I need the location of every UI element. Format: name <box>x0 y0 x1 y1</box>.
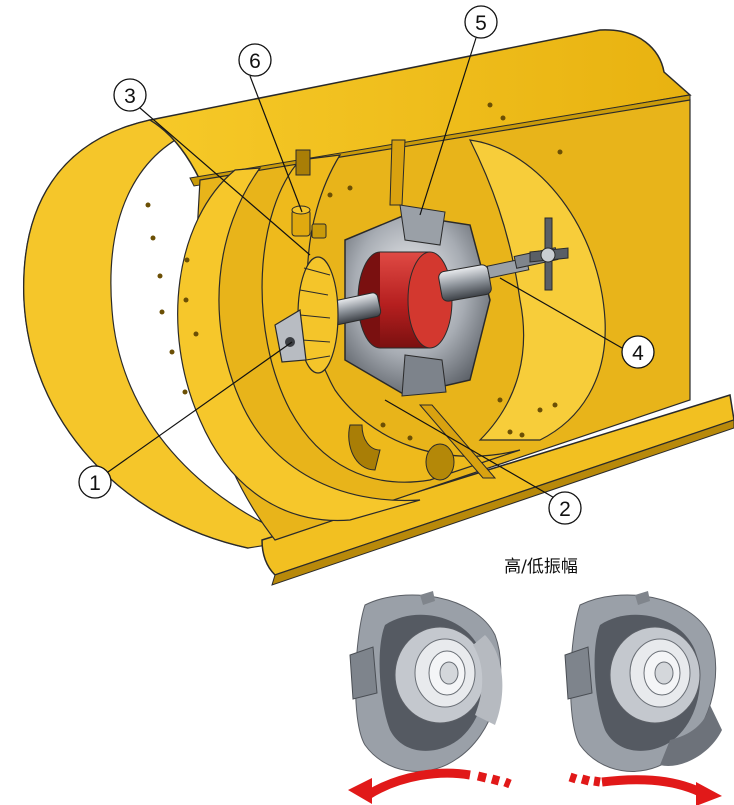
drum-inner-bulkhead-1 <box>177 167 421 522</box>
callout-6: 6 <box>238 43 272 77</box>
callout-5: 5 <box>464 5 498 39</box>
callout-6-label: 6 <box>249 50 261 73</box>
callout-5-label: 5 <box>475 12 487 35</box>
drum-rib-top <box>389 139 406 206</box>
callout-3-label: 3 <box>124 85 136 108</box>
amplitude-caption: 高/低振幅 <box>504 557 578 577</box>
callout-4: 4 <box>621 335 655 369</box>
callout-1-label: 1 <box>89 472 101 495</box>
callout-3: 3 <box>113 78 147 112</box>
leader-lines <box>107 37 623 501</box>
rotation-arrow-counterclockwise <box>348 768 512 804</box>
rotation-arrow-clockwise <box>568 772 722 805</box>
callout-1: 1 <box>78 465 112 499</box>
drum-inner-left <box>23 119 303 549</box>
drum-slot-top <box>295 149 311 176</box>
drive-coupling <box>513 217 569 291</box>
drum-top-shell <box>147 29 692 181</box>
eccentric-weight-low <box>564 591 722 772</box>
oil-plug <box>291 205 327 239</box>
callout-4-label: 4 <box>632 342 644 365</box>
drum-slot-bottom <box>348 424 381 471</box>
eccentric-weight-high <box>349 591 503 772</box>
callout-2-label: 2 <box>559 498 571 521</box>
drum-cavity-right <box>468 139 606 441</box>
eccentric-weight-bottom <box>401 354 447 397</box>
drum-assembly <box>23 29 734 586</box>
drum-bottom-edge <box>271 419 734 586</box>
callout-2: 2 <box>548 491 582 525</box>
exciter-assembly <box>274 204 569 397</box>
drum-port-hole <box>425 443 455 481</box>
drum-bolt-holes <box>145 102 563 441</box>
eccentric-weight-top <box>399 204 446 246</box>
